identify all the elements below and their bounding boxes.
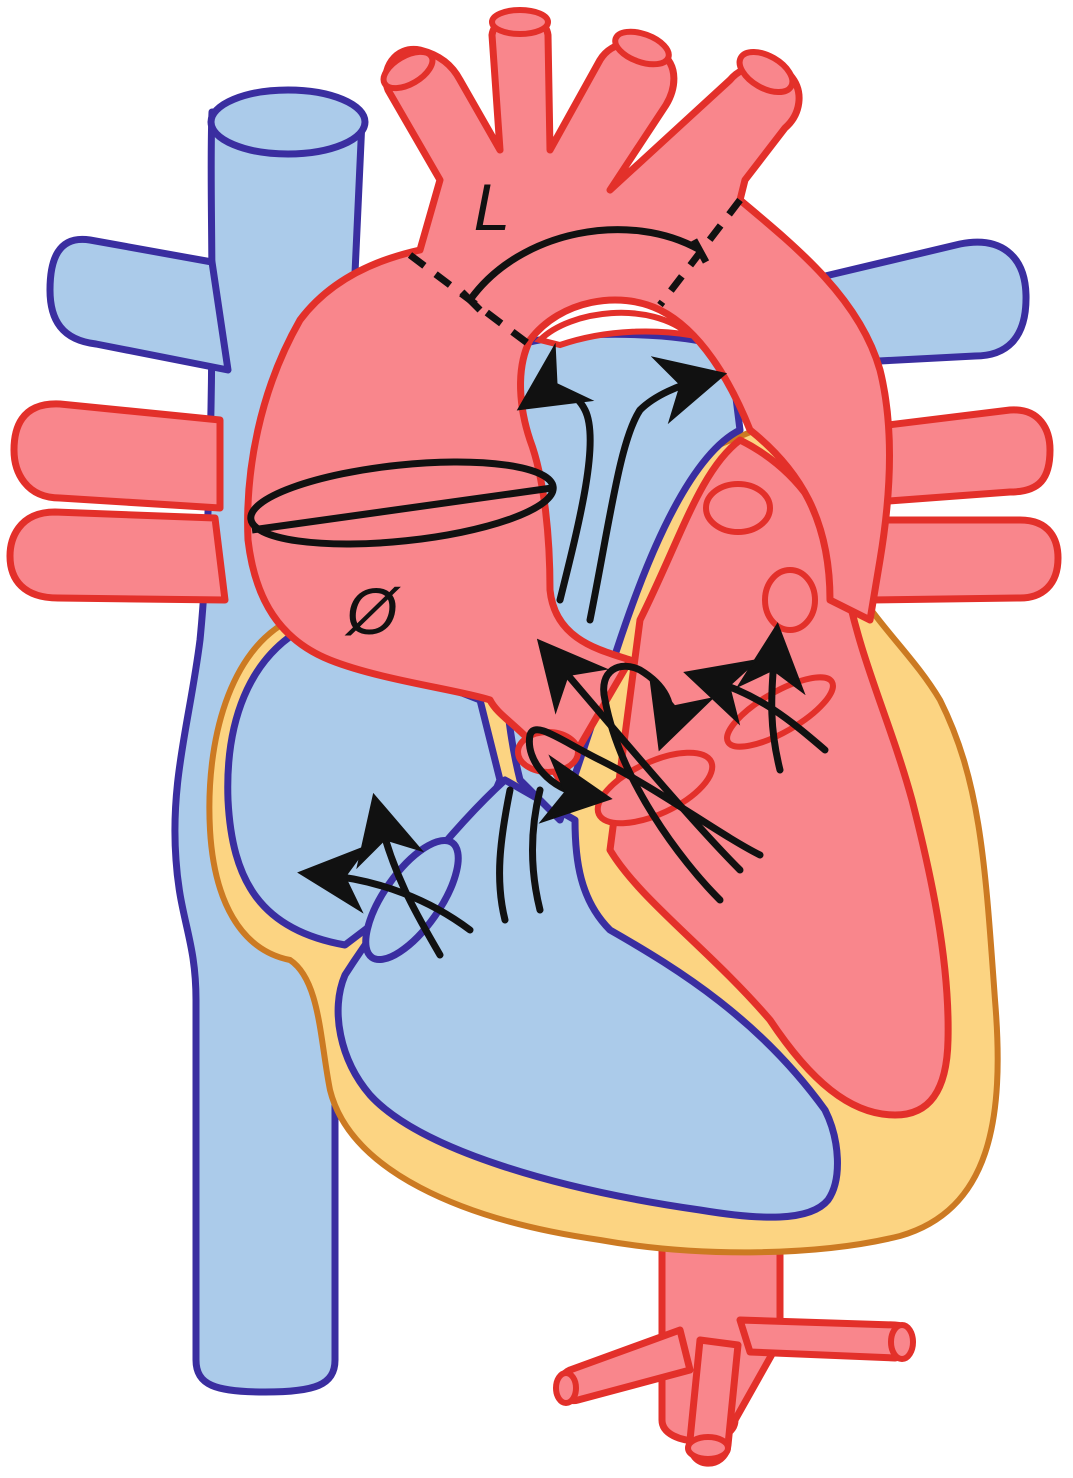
descending-branch-lower-opening bbox=[688, 1437, 728, 1459]
pulmonary-vein-opening-lower bbox=[765, 570, 815, 630]
pulmonary-vein-right-upper bbox=[875, 410, 1050, 502]
descending-branch-right-opening bbox=[891, 1325, 913, 1359]
label-annulus-diameter: Ø bbox=[344, 574, 401, 648]
pulmonary-vein-left-upper bbox=[14, 404, 220, 508]
pulmonary-vein-right-lower bbox=[870, 520, 1058, 600]
descending-branch-right bbox=[740, 1320, 912, 1358]
label-aortic-length: L bbox=[474, 170, 511, 244]
pulmonary-vein-left-lower bbox=[10, 512, 225, 600]
aortic-branch-opening-2 bbox=[492, 10, 548, 34]
pulmonary-artery-left bbox=[50, 239, 228, 370]
vena-cava-opening bbox=[211, 90, 365, 154]
pulmonary-vein-opening-upper bbox=[706, 484, 770, 532]
descending-branch-left-opening bbox=[556, 1373, 576, 1403]
